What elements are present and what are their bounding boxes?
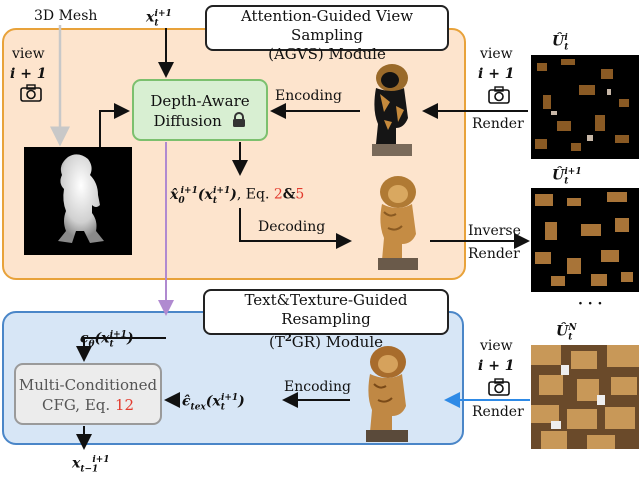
agvs-title-line1: Attention-Guided View Sampling — [240, 7, 414, 44]
render-label-mid: Render — [468, 246, 520, 262]
depth-aware-diffusion-block: Depth-Aware Diffusion — [132, 79, 268, 141]
dad-line2: Diffusion — [134, 111, 266, 131]
i-plus-1-right-bottom: i + 1 — [478, 358, 515, 374]
t2gr-title-line1: Text&Texture-Guided Resampling — [244, 291, 408, 328]
lion-textured-render — [352, 340, 418, 444]
render-u-t-n — [531, 345, 639, 449]
t2gr-title: Text&Texture-Guided Resampling (T2GR) Mo… — [203, 289, 449, 351]
view-label-right-bottom: view — [480, 338, 513, 354]
render-u-t-i — [531, 55, 639, 159]
mccfg-line1: Multi-Conditioned — [18, 376, 158, 394]
depth-map-image — [24, 147, 132, 255]
u-hat-t-i-plus-1-label: Ûti+1 — [552, 167, 582, 187]
inverse-label: Inverse — [468, 223, 521, 239]
multi-conditioned-cfg-block: Multi-Conditioned CFG, Eq. 12 — [14, 363, 162, 425]
u-hat-t-n-label: ÛtN — [556, 323, 577, 343]
lock-icon — [232, 112, 245, 127]
agvs-title-line2: (AGVS) Module — [268, 45, 386, 63]
i-plus-1-left: i + 1 — [10, 66, 47, 82]
view-label-left: view — [12, 46, 45, 62]
x-t-i-plus-1-top: xti+1 — [146, 9, 172, 29]
mccfg-line2: CFG, Eq. 12 — [41, 396, 135, 414]
render-u-t-i-plus-1 — [531, 188, 639, 292]
x-t-minus-1-output: xt−1i+1 — [72, 455, 110, 475]
decoding-label: Decoding — [258, 219, 326, 235]
render-label-top: Render — [472, 116, 524, 132]
encoding-label-bottom: Encoding — [284, 379, 351, 395]
i-plus-1-right-top: i + 1 — [478, 66, 515, 82]
agvs-title: Attention-Guided View Sampling (AGVS) Mo… — [205, 5, 449, 63]
mesh-label: 3D Mesh — [34, 8, 98, 24]
dad-line1: Depth-Aware — [150, 92, 250, 110]
epsilon-tex-label: ϵ̂tex(xti+1) — [182, 393, 245, 413]
camera-icon-right-bottom — [488, 378, 510, 400]
u-hat-t-i-label: Ûti — [552, 33, 569, 53]
lion-decoded-render — [364, 172, 428, 272]
render-label-bottom: Render — [472, 404, 524, 420]
lion-partial-render — [362, 58, 422, 158]
t2gr-title-line2: (T2GR) Module — [268, 333, 384, 351]
ellipsis: · · · — [578, 296, 603, 312]
view-label-right-top: view — [480, 46, 513, 62]
camera-icon-left — [20, 84, 42, 106]
x0-hat-equation: x̂0i+1(xti+1), Eq. 2&5 — [170, 186, 305, 206]
encoding-label-top: Encoding — [275, 88, 342, 104]
camera-icon-right-top — [488, 86, 510, 108]
